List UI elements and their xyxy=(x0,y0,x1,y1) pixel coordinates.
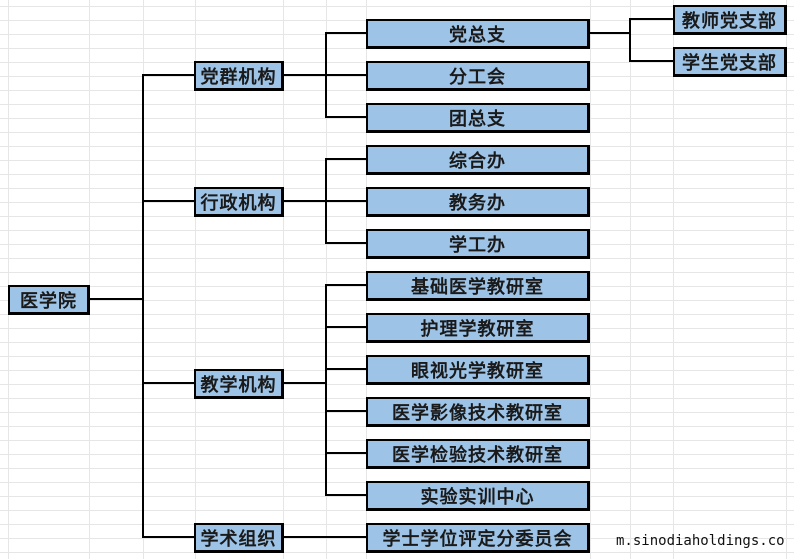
node-student-affairs-office: 学工办 xyxy=(366,229,590,259)
node-academic-org: 学术组织 xyxy=(194,523,284,553)
node-general-office: 综合办 xyxy=(366,145,590,175)
node-training-center: 实验实训中心 xyxy=(366,481,590,511)
node-root: 医学院 xyxy=(8,285,90,315)
node-nursing-dept: 护理学教研室 xyxy=(366,313,590,343)
node-lab-tech-dept: 医学检验技术教研室 xyxy=(366,439,590,469)
node-degree-committee: 学士学位评定分委员会 xyxy=(366,523,590,553)
node-trade-union: 分工会 xyxy=(366,61,590,91)
node-imaging-tech-dept: 医学影像技术教研室 xyxy=(366,397,590,427)
node-basic-medicine-dept: 基础医学教研室 xyxy=(366,271,590,301)
node-academic-affairs-office: 教务办 xyxy=(366,187,590,217)
node-party-branch-general: 党总支 xyxy=(366,19,590,49)
node-teacher-party-branch: 教师党支部 xyxy=(673,5,787,35)
node-optometry-dept: 眼视光学教研室 xyxy=(366,355,590,385)
node-party-mass-org: 党群机构 xyxy=(194,61,284,91)
node-student-party-branch: 学生党支部 xyxy=(673,47,787,77)
node-admin-org: 行政机构 xyxy=(194,187,284,217)
node-teaching-org: 教学机构 xyxy=(194,369,284,399)
watermark-text: m.sinodiaholdings.co xyxy=(616,533,785,549)
node-youth-league: 团总支 xyxy=(366,103,590,133)
